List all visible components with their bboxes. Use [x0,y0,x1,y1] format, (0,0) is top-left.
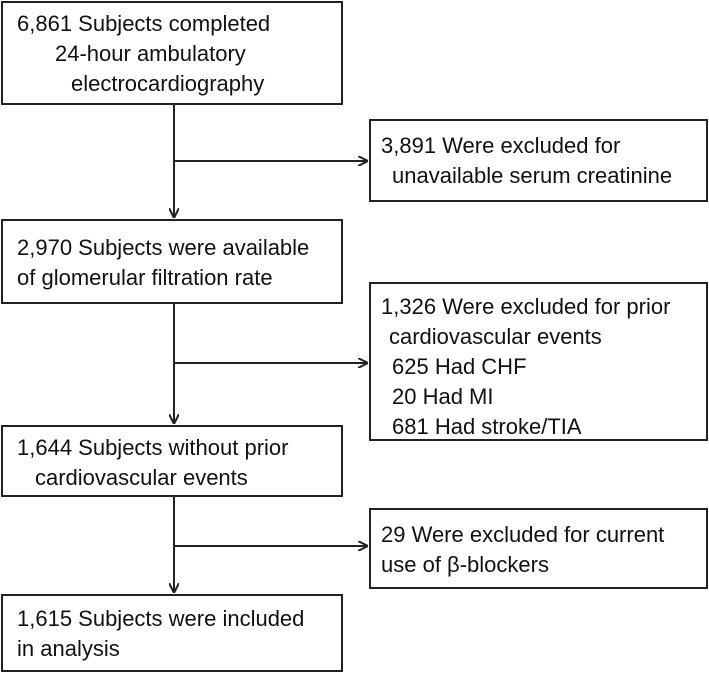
exclusion-creatinine-line-2: unavailable serum creatinine [392,163,673,188]
exclusion-prior-events-box: 1,326 Were excluded for prior cardiovasc… [369,282,708,441]
step-gfr-line-1: 2,970 Subjects were available [17,235,310,260]
step-included-line-2: in analysis [17,636,120,661]
exclusion-beta-blockers-box: 29 Were excluded for current use of β-bl… [369,508,708,589]
step-no-prior-events-line-1: 1,644 Subjects without prior [17,435,289,460]
step-completed-line-2: 24-hour ambulatory [55,41,246,66]
exclusion-beta-blockers-line-2: use of β-blockers [381,552,549,577]
exclusion-prior-events-line-5: 681 Had stroke/TIA [392,414,582,439]
step-no-prior-events-line-2: cardiovascular events [35,465,248,490]
exclusion-prior-events-line-2: cardiovascular events [389,324,602,349]
step-gfr-box: 2,970 Subjects were available of glomeru… [1,219,343,304]
step-gfr-line-2: of glomerular filtration rate [17,265,273,290]
exclusion-beta-blockers-line-1: 29 Were excluded for current [381,522,665,547]
exclusion-prior-events-line-1: 1,326 Were excluded for prior [381,294,671,319]
step-included-line-1: 1,615 Subjects were included [17,606,305,631]
step-included-box: 1,615 Subjects were included in analysis [1,594,343,672]
exclusion-prior-events-line-3: 625 Had CHF [392,354,527,379]
step-completed-line-3: electrocardiography [71,71,265,96]
step-completed-box: 6,861 Subjects completed 24-hour ambulat… [1,1,343,105]
exclusion-prior-events-line-4: 20 Had MI [392,384,494,409]
step-no-prior-events-box: 1,644 Subjects without prior cardiovascu… [1,425,343,497]
step-completed-line-1: 6,861 Subjects completed [17,11,271,36]
exclusion-creatinine-box: 3,891 Were excluded for unavailable seru… [369,119,708,202]
exclusion-creatinine-line-1: 3,891 Were excluded for [381,133,621,158]
